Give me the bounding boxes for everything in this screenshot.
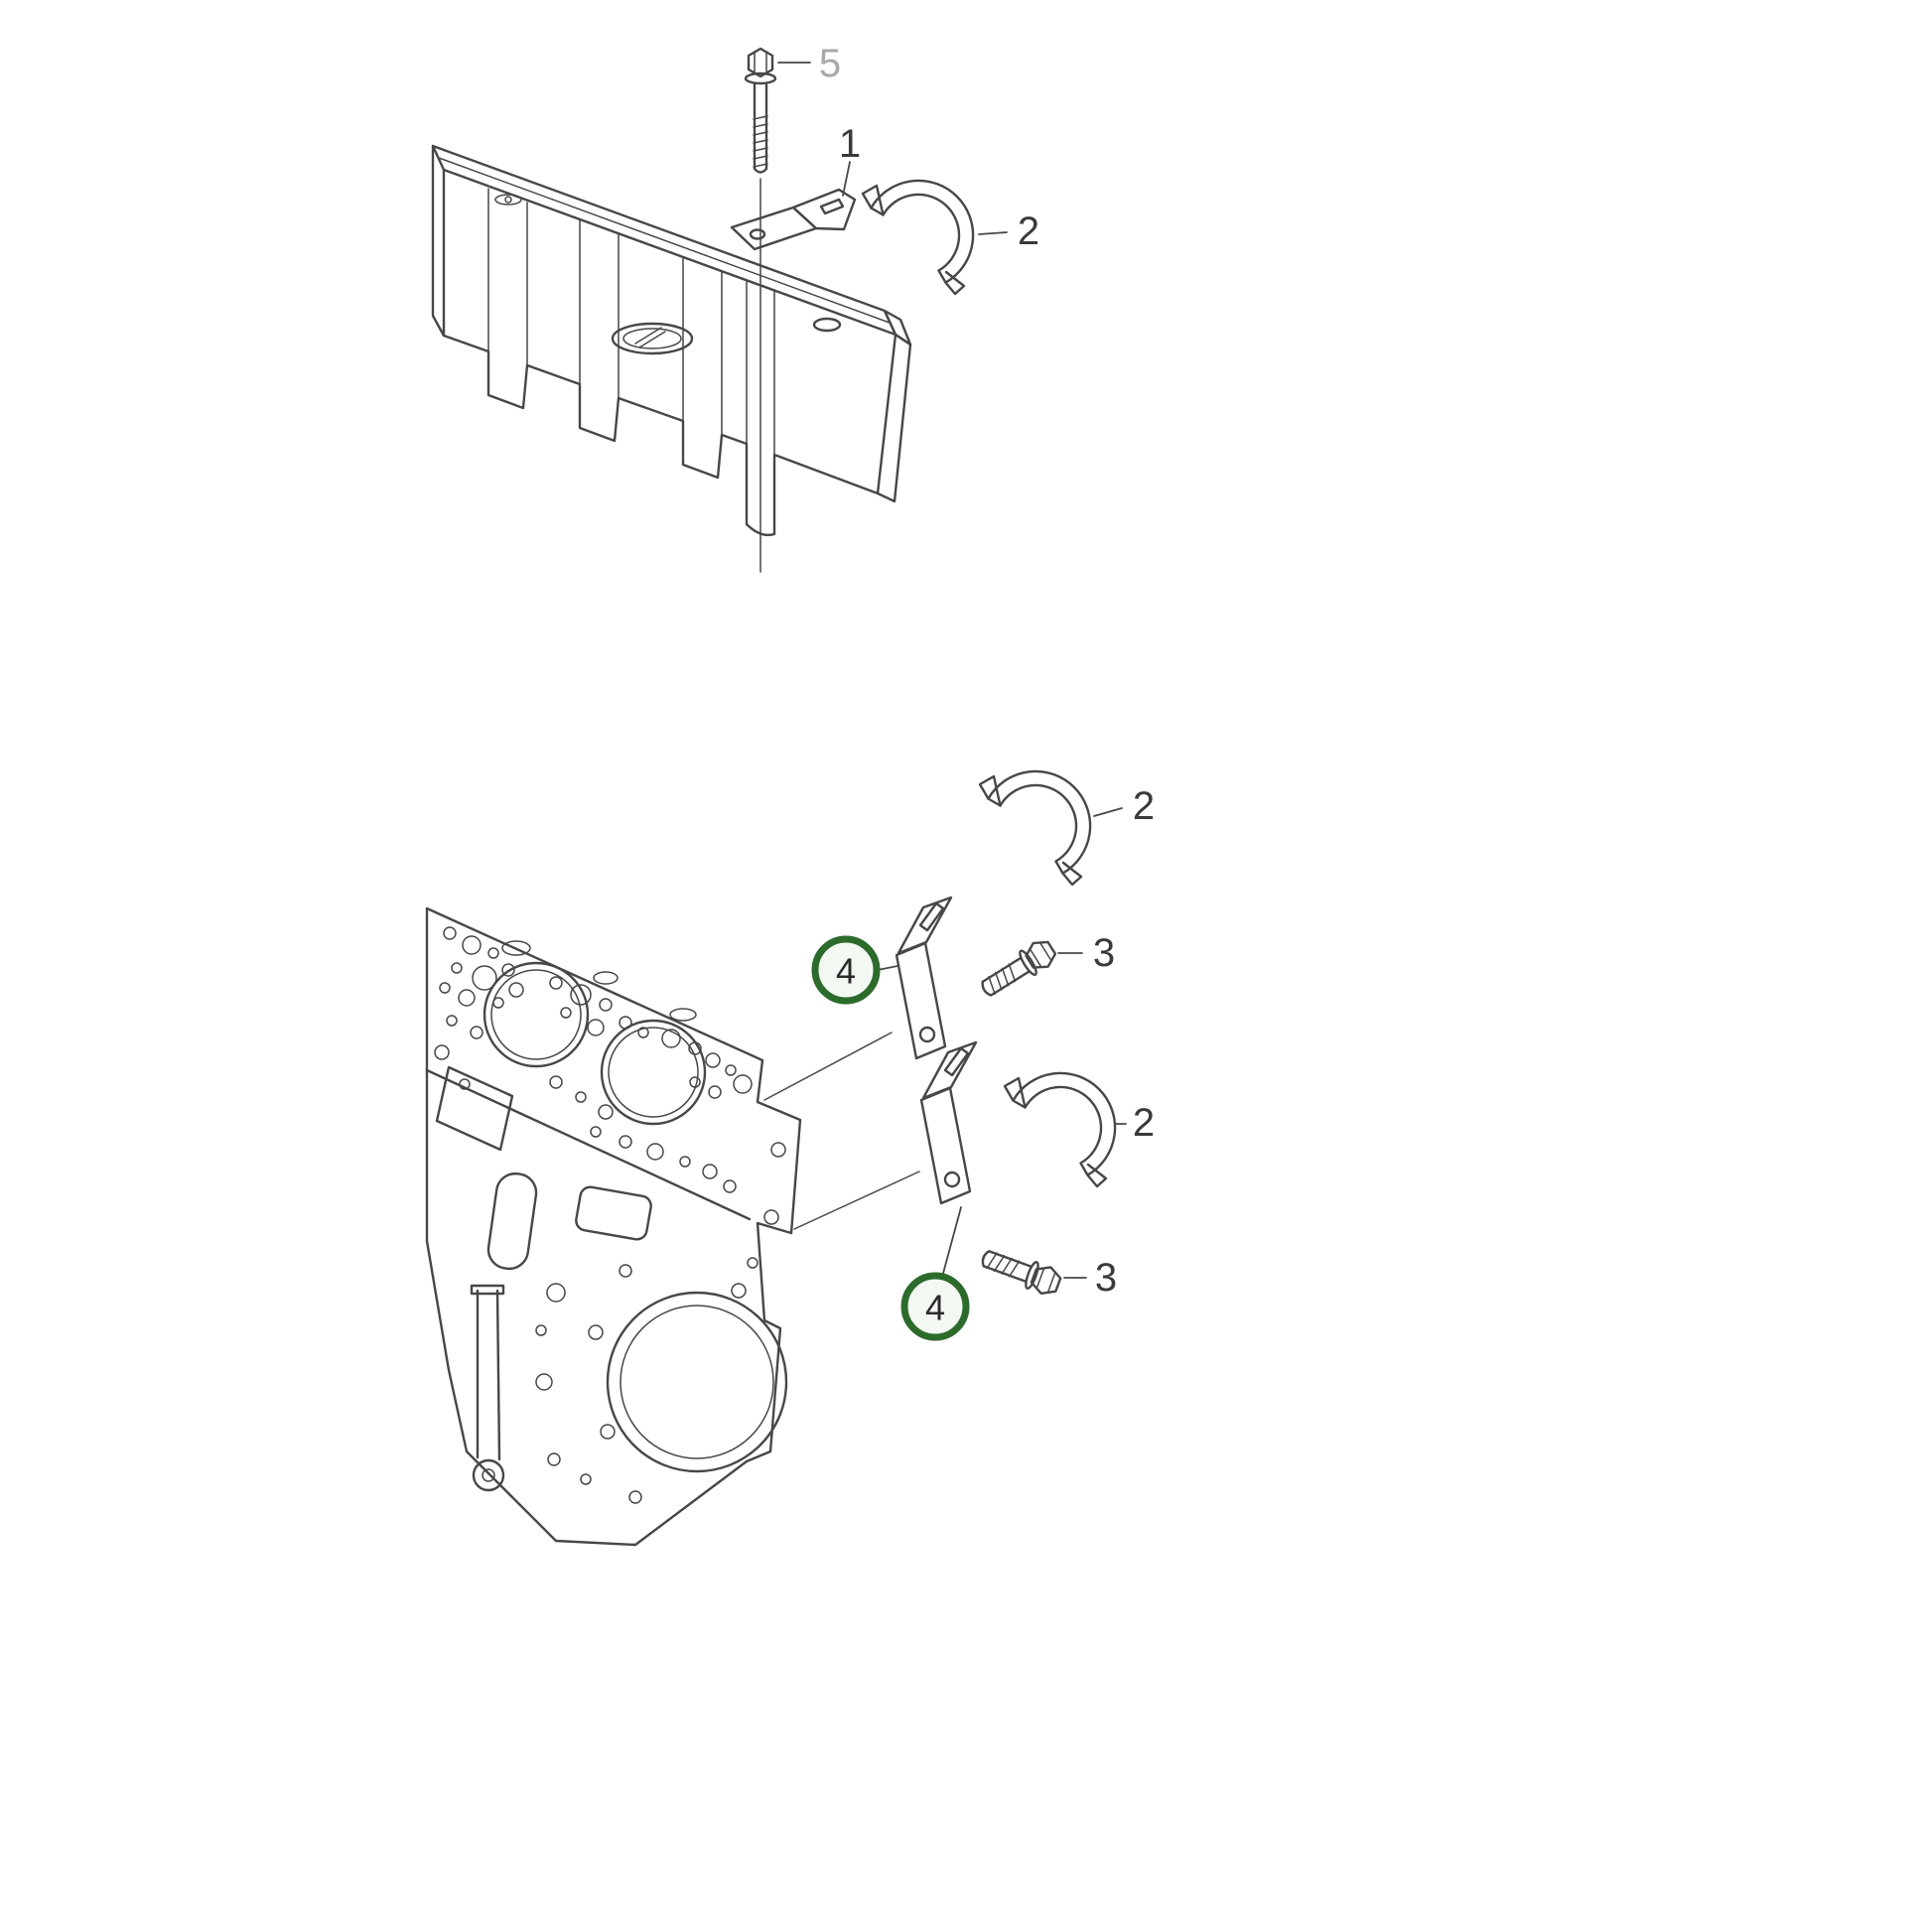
highlighted-callout-4-upper[interactable]: 4 xyxy=(811,935,881,1005)
highlight-circle[interactable] xyxy=(900,1272,970,1341)
callout-label-4-lower[interactable]: 4 xyxy=(925,1288,945,1328)
callout-label-2-lower[interactable]: 2 xyxy=(1133,1101,1155,1145)
clamp-lower-part xyxy=(1003,1071,1117,1188)
callout-label-4-upper[interactable]: 4 xyxy=(836,951,856,992)
callout-label-3-upper[interactable]: 3 xyxy=(1093,931,1115,975)
bolt-upper-part xyxy=(975,934,1060,1004)
valve-cover-part xyxy=(431,144,912,537)
clamp-bracket-part xyxy=(730,188,857,251)
cover-vent-hole xyxy=(812,317,842,333)
gasket-face-holes xyxy=(434,926,753,1193)
callout-leader-2-top xyxy=(978,231,1008,235)
cylinder-block-part xyxy=(425,906,802,1547)
callout-leader-2-upper xyxy=(1093,807,1123,817)
callout-label-2-top[interactable]: 2 xyxy=(1018,209,1039,253)
callout-label-2-upper[interactable]: 2 xyxy=(1133,784,1155,828)
flange-bolt-part xyxy=(744,47,777,174)
bottom-assembly: 2 3 4 2 3 4 xyxy=(425,769,1155,1547)
assembly-line-upper xyxy=(763,1032,893,1101)
bracket-lower-part xyxy=(919,1040,978,1205)
callout-label-5[interactable]: 5 xyxy=(819,42,841,85)
clamp-upper-part xyxy=(978,769,1092,887)
top-assembly: 5 1 2 xyxy=(431,42,1039,573)
block-front-features xyxy=(435,1065,788,1504)
bracket-upper-part xyxy=(895,896,953,1060)
bolt-lower-part xyxy=(977,1243,1064,1300)
callout-label-1[interactable]: 1 xyxy=(839,122,861,166)
highlight-circle[interactable] xyxy=(811,935,881,1005)
callout-leader-4-lower xyxy=(940,1206,962,1282)
assembly-line-lower xyxy=(793,1171,920,1230)
highlighted-callout-4-lower[interactable]: 4 xyxy=(900,1272,970,1341)
callout-leader-1 xyxy=(842,161,851,197)
cable-clamp-part xyxy=(861,179,975,296)
oil-filler-cap xyxy=(611,322,694,355)
callout-leader-4-upper xyxy=(877,965,898,971)
callout-label-3-lower[interactable]: 3 xyxy=(1095,1256,1117,1300)
